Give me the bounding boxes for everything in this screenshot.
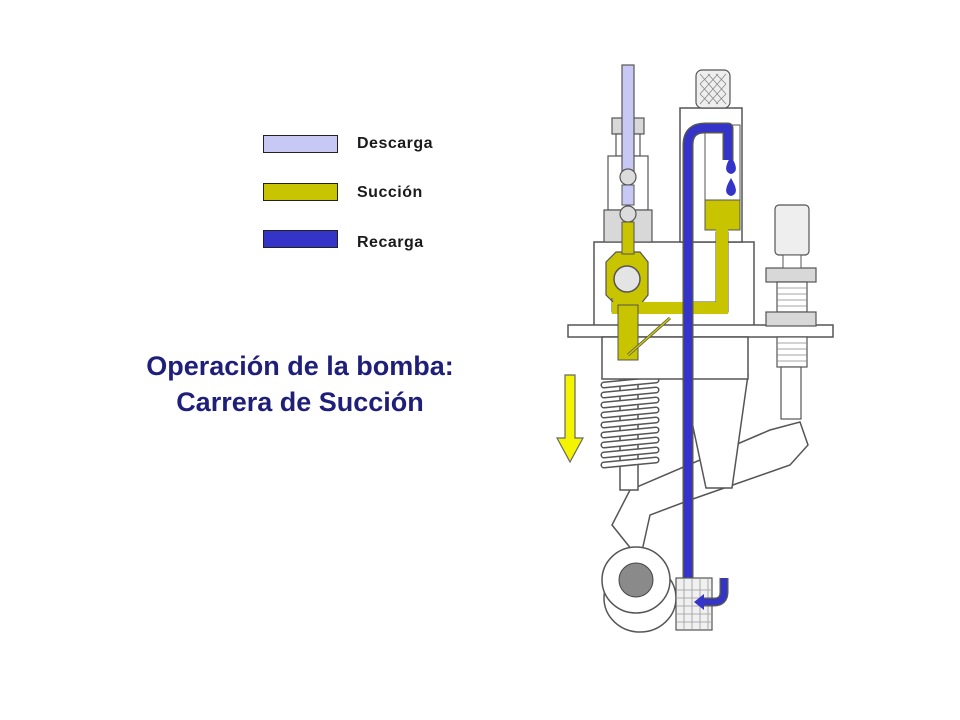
legend-swatch-descarga xyxy=(263,135,338,153)
adjusting-screw xyxy=(765,204,817,420)
legend-swatch-recarga xyxy=(263,230,338,248)
legend-label-recarga: Recarga xyxy=(357,234,424,251)
discharge-ball-upper xyxy=(619,168,637,186)
inlet-hook-fill xyxy=(702,578,727,605)
plunger-ball xyxy=(613,265,641,293)
legend-swatch-succion xyxy=(263,183,338,201)
droplet-1-icon xyxy=(726,156,736,174)
discharge-pipe xyxy=(621,64,635,181)
legend-label-descarga: Descarga xyxy=(357,135,434,152)
knurled-knob xyxy=(695,69,731,109)
title-line-1: Operación de la bomba: xyxy=(146,351,454,381)
title-line-2: Carrera de Succión xyxy=(176,387,424,417)
mounting-plate xyxy=(567,324,834,338)
legend-label-succion: Succión xyxy=(357,184,423,201)
spring xyxy=(600,354,660,491)
down-arrow-icon xyxy=(555,374,585,464)
discharge-ball-lower xyxy=(619,205,637,223)
droplet-2-icon xyxy=(726,178,736,196)
inlet-arrow-icon xyxy=(694,594,704,610)
recharge-line-fill xyxy=(684,124,732,590)
cam-roller xyxy=(601,546,677,633)
page-title: Operación de la bomba: Carrera de Succió… xyxy=(60,348,540,420)
